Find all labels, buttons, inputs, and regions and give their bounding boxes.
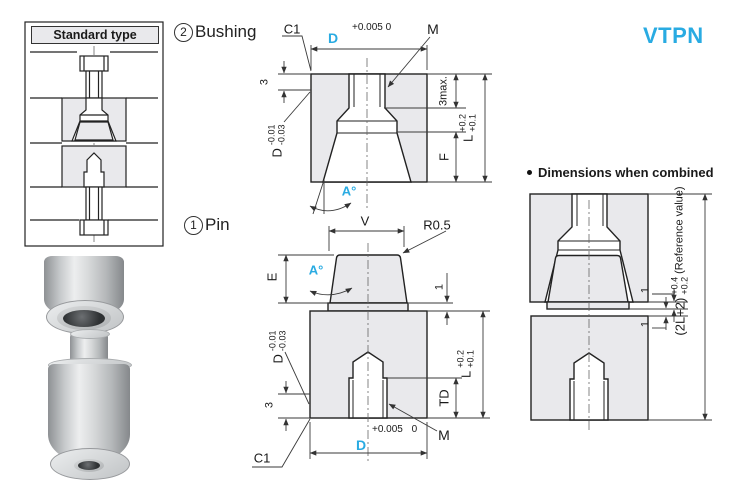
pin-length-label: L +0.2 +0.1 — [456, 350, 477, 378]
bushing-depth-max-label: 3max. — [437, 76, 450, 106]
pin-radius-label: R0.5 — [423, 217, 451, 233]
bullet-icon — [527, 170, 532, 175]
bushing-section-label: 2 Bushing — [174, 22, 256, 42]
pin-bore-tol-upper: +0.005 — [372, 424, 403, 435]
pin-drawing-body — [309, 254, 428, 419]
pin-collar-height-label: 1 — [433, 283, 446, 291]
bushing-length-label: L +0.2 +0.1 — [458, 114, 479, 142]
bushing-dimension-lines — [278, 35, 492, 215]
pin-photo-thread-ring — [74, 459, 104, 472]
bushing-od-label: D -0.01 -0.03 — [267, 125, 288, 158]
bushing-thread-label: M — [427, 21, 439, 37]
bushing-section-name: Bushing — [195, 22, 257, 41]
bushing-photo-bore-hole — [63, 309, 105, 327]
pin-photo-top-face — [70, 329, 110, 339]
pin-od-tol-upper: -0.01 — [267, 330, 278, 352]
combined-gap-bottom-label: 1 — [639, 320, 652, 328]
pin-od-label: D -0.01 -0.03 — [268, 331, 289, 364]
pin-thread-label: M — [438, 427, 450, 443]
pin-bore-tolerance: +0.005 0 — [372, 424, 417, 436]
combined-dimension-lines — [588, 193, 712, 430]
product-code: VTPN — [643, 23, 704, 48]
combined-gap-top-label: 1 — [639, 286, 652, 294]
pin-straight-length-label: 3 — [263, 401, 276, 409]
pin-bore-diameter-label: D — [355, 437, 367, 453]
pin-angle-label: A° — [308, 262, 324, 278]
pin-length-tol-upper: +0.2 — [455, 349, 466, 368]
circled-number-1: 1 — [184, 215, 203, 235]
pin-v-label: V — [360, 213, 370, 229]
bushing-straight-length-label: 3 — [258, 78, 271, 86]
combined-tol-upper: +0.4 — [669, 276, 680, 295]
pin-chamfer-label: C1 — [253, 450, 271, 466]
combined-total-length-label: (2L+2) +0.4 +0.2 (Reference value) — [670, 186, 691, 335]
bushing-bore-tolerance: +0.005 0 — [352, 22, 391, 34]
bushing-chamfer-label: C1 — [283, 21, 301, 37]
standard-type-schematic — [24, 21, 164, 247]
pin-photo-bottom-face — [50, 448, 130, 480]
bushing-photo-bore-ring — [57, 306, 111, 330]
pin-photo-thread-hole — [78, 461, 100, 470]
combined-section-title: Dimensions when combined — [527, 165, 714, 180]
bushing-length-tol-upper: +0.2 — [457, 113, 468, 132]
bushing-angle-label: A° — [341, 183, 357, 199]
bushing-od-letter: D — [269, 148, 285, 158]
bushing-photo — [44, 254, 124, 334]
combined-tol-lower: +0.2 — [680, 276, 690, 295]
pin-section-label: 1 Pin — [184, 215, 230, 235]
pin-section-name: Pin — [205, 215, 230, 234]
pin-dimension-lines — [252, 226, 490, 468]
pin-thread-depth-label: TD — [436, 389, 452, 407]
bushing-bore-tol-lower: 0 — [385, 22, 392, 33]
bushing-od-tol-lower: -0.03 — [277, 124, 287, 146]
bushing-bore-diameter-label: D — [327, 30, 339, 46]
bushing-length-tol-lower: +0.1 — [468, 113, 478, 132]
bushing-f-label: F — [436, 153, 452, 161]
pin-length-tol-lower: +0.1 — [466, 349, 476, 368]
combined-title-text: Dimensions when combined — [538, 165, 714, 180]
circled-number-2: 2 — [174, 22, 193, 42]
bushing-od-tol-upper: -0.01 — [266, 124, 277, 146]
bushing-drawing-body — [310, 73, 428, 183]
bushing-bore-tol-upper: +0.005 — [352, 22, 383, 33]
combined-total-expression: (2L+2) — [672, 297, 688, 336]
pin-bore-tol-lower: 0 — [411, 424, 418, 435]
combined-reference-note: (Reference value) — [673, 186, 686, 274]
pin-photo-body — [48, 364, 130, 462]
pin-od-tol-lower: -0.03 — [278, 330, 288, 352]
pin-length-letter: L — [458, 370, 474, 379]
pin-e-label: E — [264, 272, 280, 282]
standard-type-title: Standard type — [31, 26, 159, 44]
pin-od-letter: D — [270, 354, 286, 364]
bushing-length-letter: L — [460, 134, 476, 143]
pin-photo — [48, 329, 132, 480]
